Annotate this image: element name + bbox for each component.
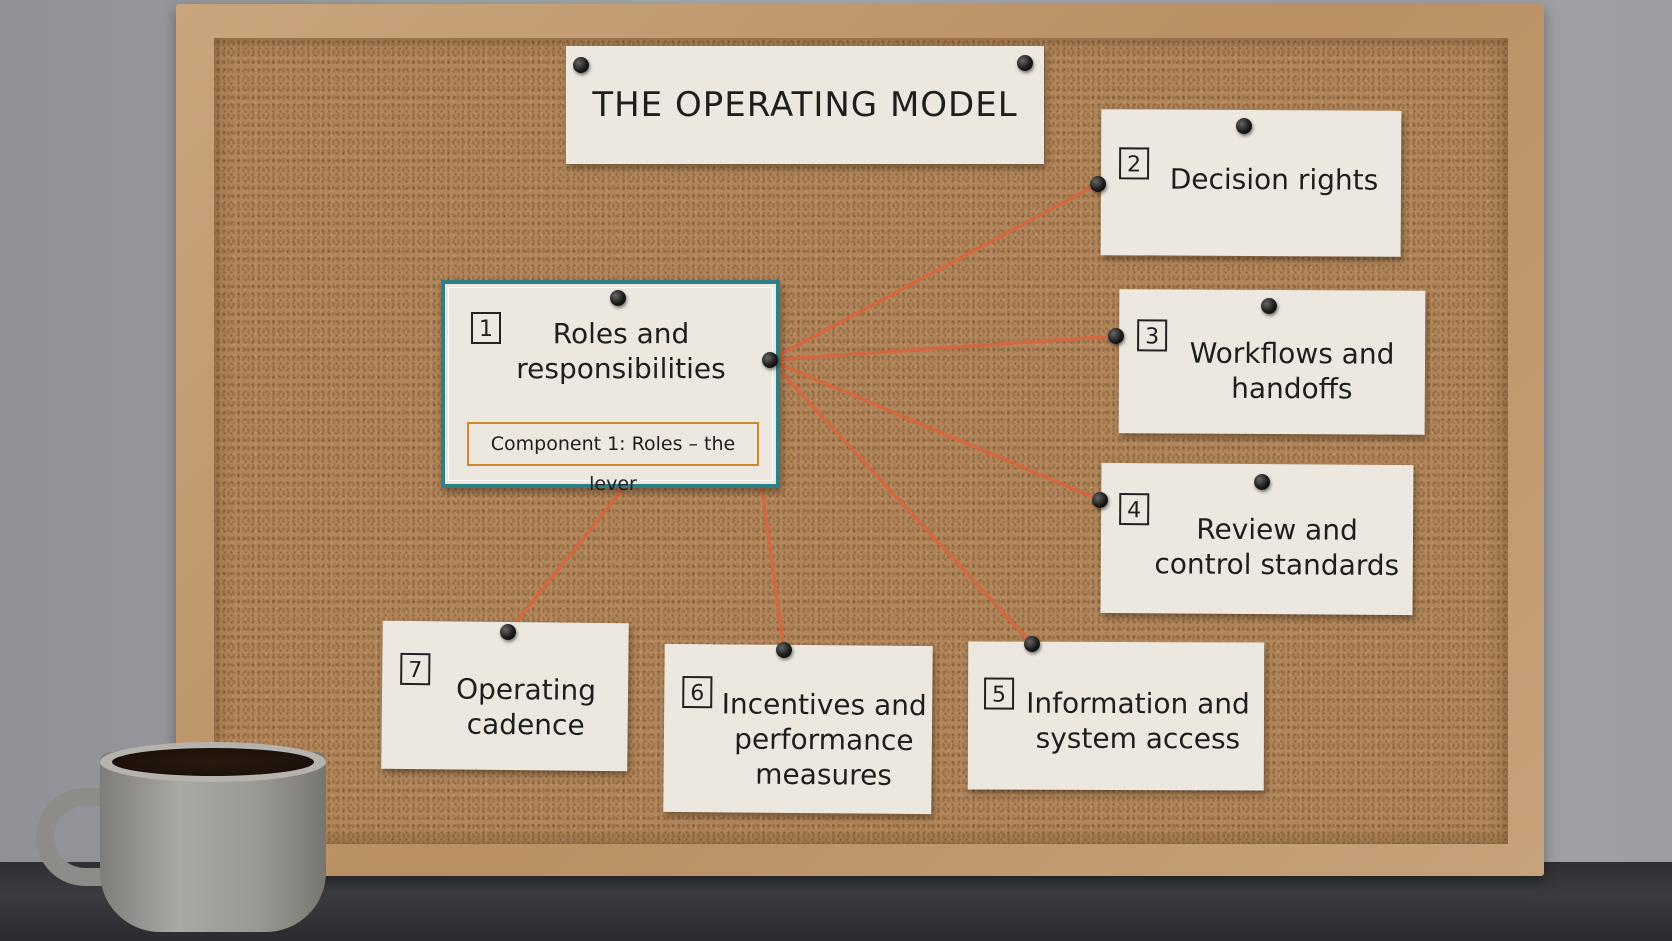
card-number: 5 [984,677,1015,710]
pushpin-icon [610,290,626,306]
pushpin-icon [1017,55,1033,71]
pushpin-icon [500,624,516,640]
pushpin-icon [1261,298,1277,314]
card-incentives-and-performance-measures[interactable]: 6 Incentives and performance measures [663,643,933,815]
pushpin-icon [573,57,589,73]
string-to-workflows [768,334,1118,362]
card-label: Decision rights [1169,162,1379,197]
card-number: 6 [682,675,713,709]
string-to-decision-rights [768,182,1100,362]
pushpin-icon [1090,176,1106,192]
pushpin-icon [1092,492,1108,508]
card-label: Review and control standards [1154,512,1400,582]
pushpin-icon [1108,328,1124,344]
string-to-information [768,358,1034,646]
card-information-and-system-access[interactable]: 5 Information and system access [967,641,1265,791]
pushpin-icon [776,642,792,658]
pushpin-icon [1254,474,1270,490]
card-label: Workflows and handoffs [1189,336,1395,406]
title-card: THE OPERATING MODEL [566,46,1044,164]
pushpin-icon [1236,118,1252,134]
card-roles-and-responsibilities[interactable]: 1 Roles and responsibilities Component 1… [441,280,780,495]
card-number: 7 [400,652,431,686]
card-number: 2 [1119,147,1150,180]
card-number: 1 [471,312,501,344]
string-to-cadence [506,488,624,634]
card-label: Incentives and performance measures [721,687,927,792]
pushpin-icon [762,352,778,368]
component-tag: Component 1: Roles – the lever [467,422,759,495]
coffee-mug [100,752,326,932]
card-decision-rights[interactable]: 2 Decision rights [1100,109,1402,257]
card-number: 3 [1137,319,1168,352]
string-to-review [768,358,1102,502]
card-label: Information and system access [1026,686,1250,756]
coffee [112,748,314,776]
page-title: THE OPERATING MODEL [592,85,1018,125]
pushpin-icon [1024,636,1040,652]
card-label: Roles and responsibilities [516,317,726,385]
card-label: Operating cadence [455,672,597,742]
card-operating-cadence[interactable]: 7 Operating cadence [381,620,629,772]
card-number: 4 [1119,493,1150,526]
string-to-incentives [760,488,786,652]
